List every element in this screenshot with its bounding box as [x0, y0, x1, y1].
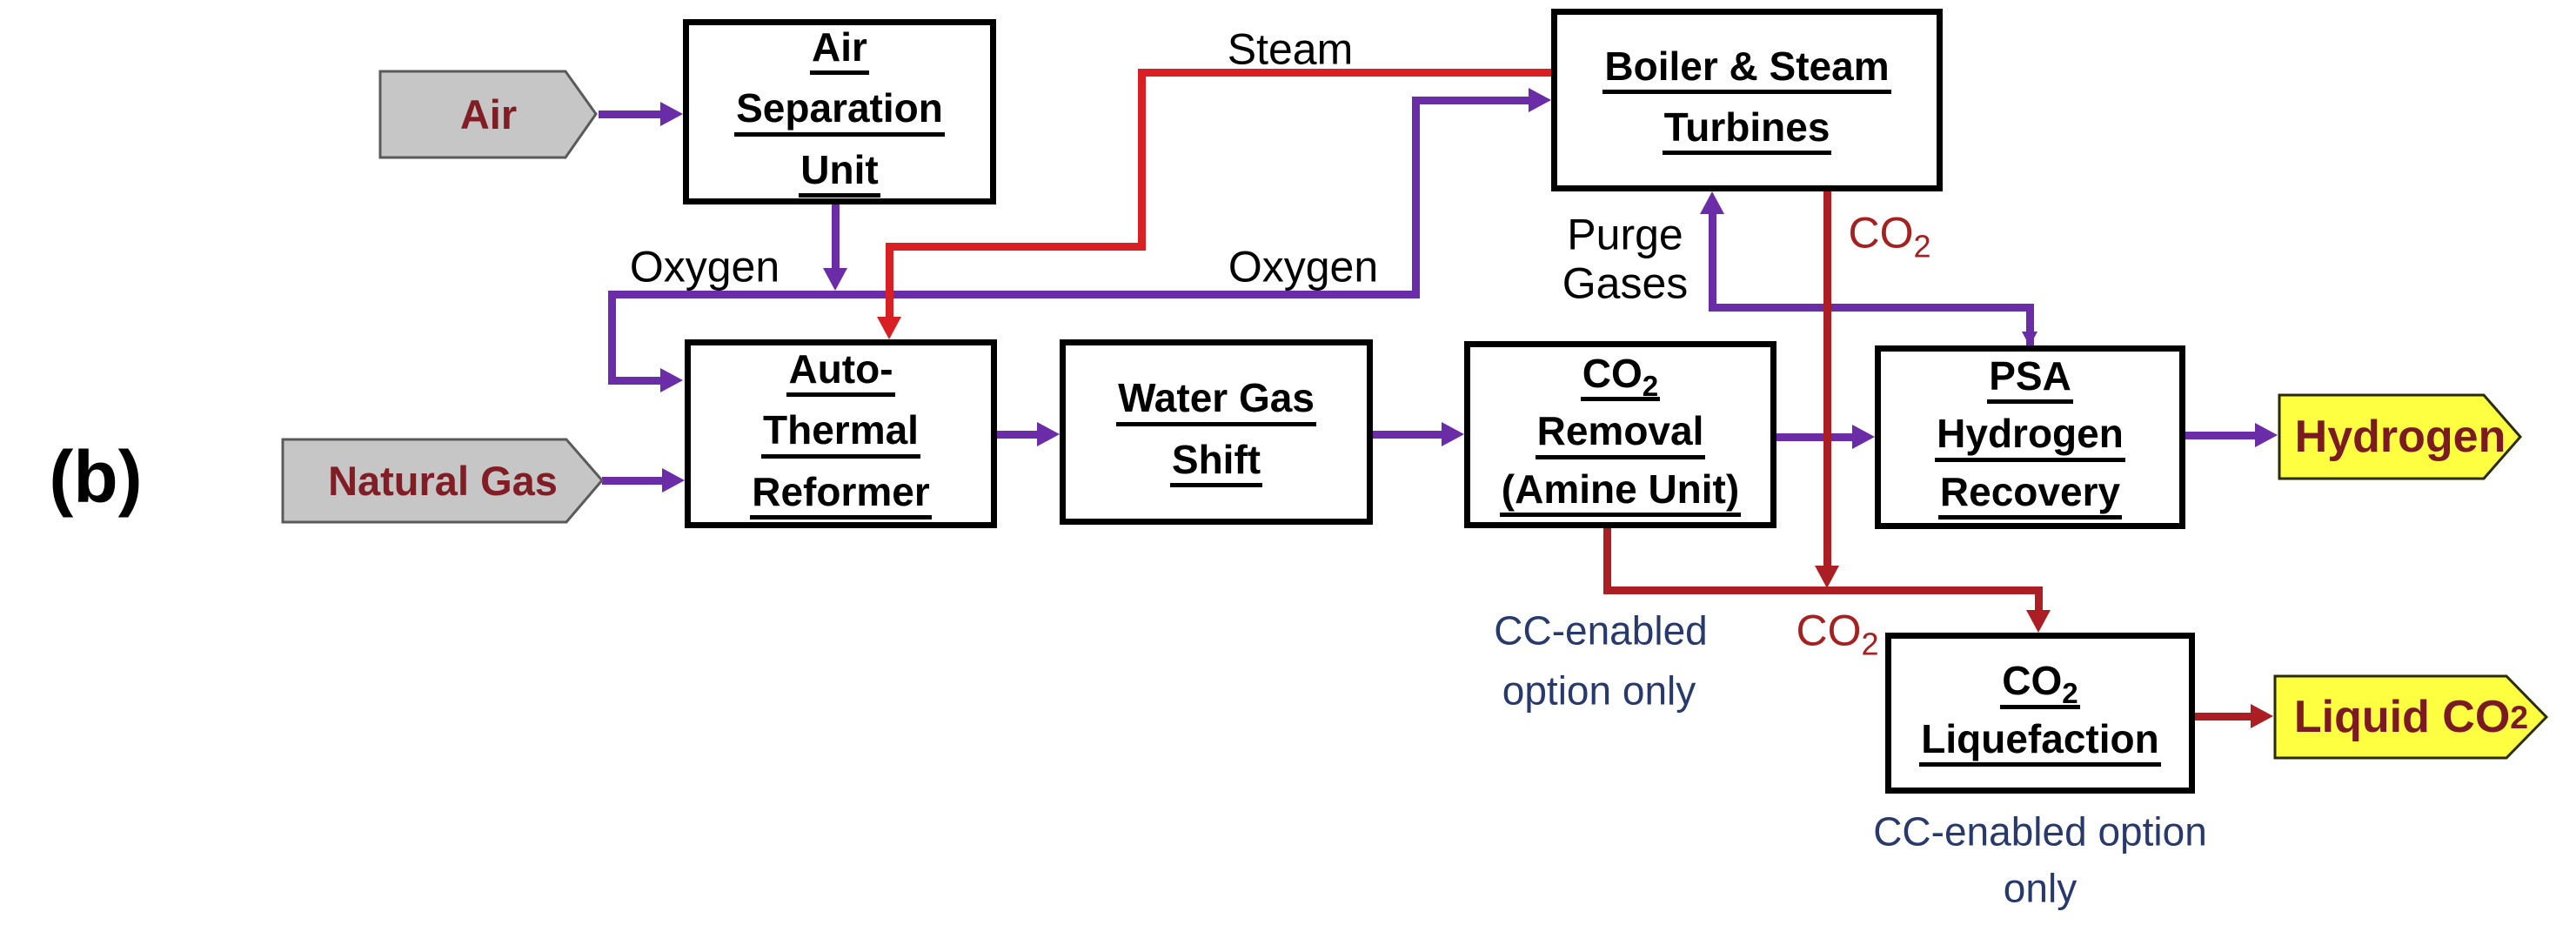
cc-note-left-line1: CC-enabled	[1494, 607, 1708, 654]
purge-psa-end-arrowhead	[2022, 332, 2037, 346]
hydrogen-flag-shape	[2278, 393, 2522, 480]
box-boiler-steam-turbines: Boiler & Steam Turbines	[1551, 9, 1943, 191]
air-flag-label: Air	[459, 91, 518, 137]
output-flag-hydrogen: Hydrogen	[2278, 393, 2523, 480]
box-air-separation-unit: Air Separation Unit	[683, 19, 996, 204]
label-purge-gases-line2: Gases	[1562, 258, 1689, 308]
wgs-to-co2removal-arrowhead	[1442, 422, 1464, 446]
label-oxygen-right: Oxygen	[1228, 242, 1379, 292]
psa-to-hydrogen-line	[2185, 432, 2257, 439]
cc-note-right-line2: only	[2003, 865, 2078, 911]
natural-gas-flag-shape	[281, 438, 604, 524]
purge-horizontal-line	[1709, 304, 2034, 312]
liquid-co2-flag-shape	[2273, 674, 2549, 760]
hydrogen-flag-label: Hydrogen	[2294, 412, 2506, 462]
box-co2-liquefaction: CO2 Liquefaction	[1885, 633, 2195, 794]
steam-line-down1	[1138, 69, 1146, 251]
purge-up-line	[1709, 211, 1716, 312]
liquefaction-to-liquidco2-line	[2195, 713, 2252, 721]
input-flag-natural-gas: Natural Gas	[281, 438, 605, 524]
atr-to-wgs-line	[997, 431, 1039, 439]
asu-oxygen-down-line	[832, 204, 840, 271]
boiler-co2-down-line	[1823, 191, 1831, 567]
co2-to-liquefaction-line	[2035, 587, 2043, 612]
oxygen-to-atr-arrowhead	[660, 368, 683, 392]
amine-co2-down-line	[1603, 528, 1611, 594]
label-oxygen-left: Oxygen	[629, 242, 780, 292]
co2-horizontal-line	[1603, 587, 2043, 594]
oxygen-to-boiler-arrowhead	[1529, 88, 1551, 112]
oxygen-to-atr-down-line	[608, 291, 616, 384]
wgs-to-co2removal-line	[1373, 431, 1443, 439]
boiler-co2-arrowhead	[1815, 566, 1839, 588]
oxygen-to-boiler-line	[1412, 97, 1530, 104]
box-co2-removal: CO2 Removal (Amine Unit)	[1464, 341, 1776, 528]
oxygen-to-atr-line	[608, 377, 665, 385]
co2-to-liquefaction-arrowhead	[2026, 610, 2051, 633]
natural-gas-flag-label: Natural Gas	[328, 458, 558, 504]
cc-note-left-line2: option only	[1502, 667, 1696, 714]
air-flag-shape	[378, 70, 598, 159]
purge-to-boiler-arrowhead	[1700, 191, 1724, 214]
purge-from-psa-line	[2026, 304, 2034, 345]
asu-oxygen-down-arrowhead	[823, 268, 847, 291]
steam-line-down2	[886, 243, 893, 318]
label-purge-gases-line1: Purge	[1567, 210, 1683, 259]
natural-gas-to-atr-arrowhead	[662, 468, 685, 493]
steam-line-mid	[886, 243, 1146, 251]
label-steam: Steam	[1227, 24, 1354, 74]
co2removal-to-psa-arrowhead	[1852, 425, 1875, 449]
box-auto-thermal-reformer: Auto- Thermal Reformer	[685, 339, 997, 528]
steam-line-top	[1138, 69, 1555, 77]
input-flag-air: Air	[378, 70, 599, 159]
oxygen-to-boiler-up-line	[1412, 97, 1420, 298]
label-co2-top: CO2	[1848, 208, 1931, 265]
psa-to-hydrogen-arrowhead	[2255, 423, 2278, 447]
figure-label: (b)	[49, 435, 143, 518]
air-to-asu-line	[599, 111, 664, 118]
atr-to-wgs-arrowhead	[1037, 422, 1060, 446]
box-psa-hydrogen-recovery: PSA Hydrogen Recovery	[1875, 345, 2185, 529]
label-co2-bottom: CO2	[1796, 606, 1879, 662]
natural-gas-to-atr-line	[602, 477, 664, 485]
co2removal-to-psa-line	[1776, 433, 1854, 441]
liquefaction-to-liquidco2-arrowhead	[2251, 704, 2273, 728]
oxygen-manifold-line	[608, 291, 1419, 298]
steam-to-atr-arrowhead	[877, 317, 901, 339]
air-to-asu-arrowhead	[660, 102, 683, 126]
box-water-gas-shift: Water Gas Shift	[1060, 339, 1373, 525]
cc-note-right-line1: CC-enabled option	[1873, 808, 2207, 855]
